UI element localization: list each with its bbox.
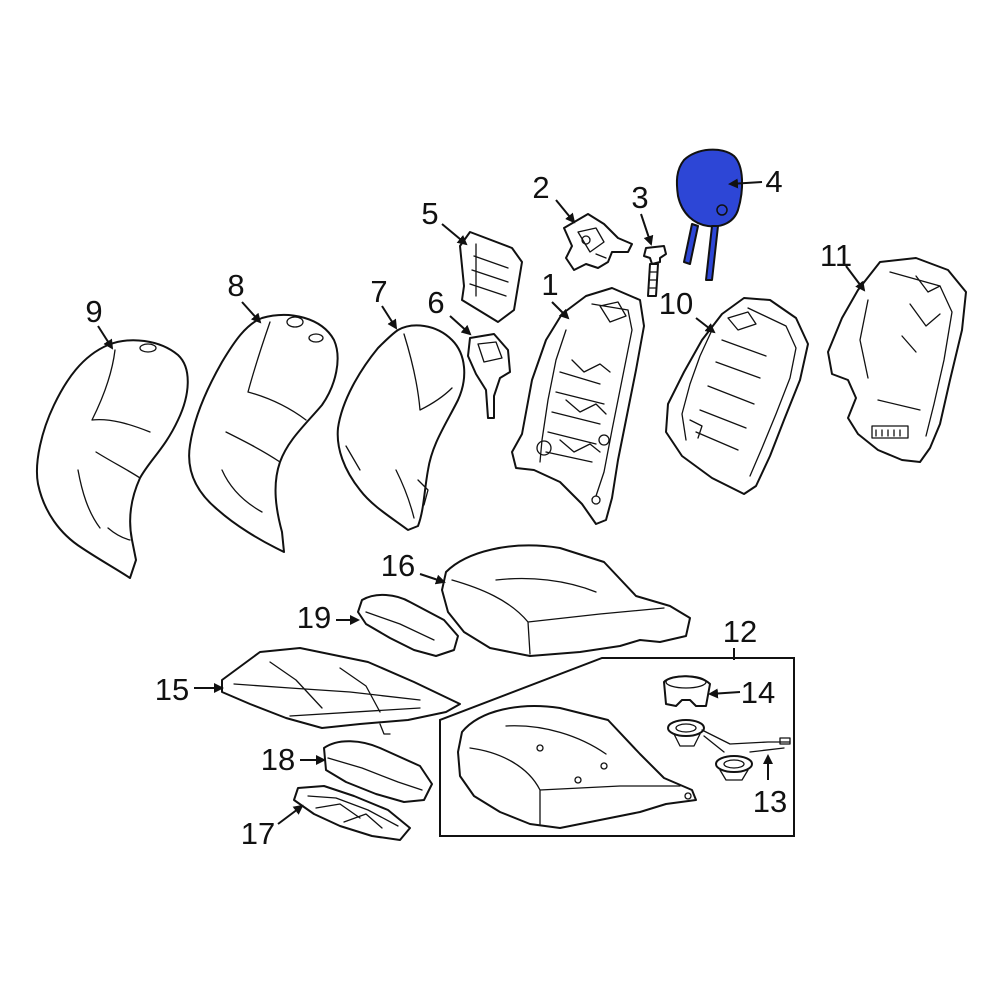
part-12-group-box <box>439 657 795 837</box>
callout-4: 4 <box>765 164 782 199</box>
part-16-seat-cover[interactable] <box>441 544 691 657</box>
part-3-bolt[interactable] <box>643 245 667 297</box>
part-8-backrest-trim[interactable] <box>188 314 339 553</box>
part-10-backrest-panel[interactable] <box>665 297 809 495</box>
callout-18: 18 <box>261 742 295 777</box>
callout-7: 7 <box>370 274 387 309</box>
part-14-cap[interactable] <box>663 675 711 707</box>
callout-2: 2 <box>532 170 549 205</box>
part-1-backrest-frame[interactable] <box>511 287 645 525</box>
callout-3: 3 <box>631 180 648 215</box>
part-18-front-cushion[interactable] <box>323 740 433 803</box>
part-4-headrest[interactable] <box>675 148 744 281</box>
callout-1: 1 <box>541 267 558 302</box>
callout-12: 12 <box>723 614 757 649</box>
part-11-rear-cover[interactable] <box>827 257 967 463</box>
callout-8: 8 <box>227 268 244 303</box>
callout-17: 17 <box>241 816 275 851</box>
part-17-lower-pad[interactable] <box>293 785 411 841</box>
callout-19: 19 <box>297 600 331 635</box>
callout-labels: 1 2 3 4 5 6 7 8 9 10 11 12 13 14 15 16 1… <box>85 164 852 851</box>
callout-6: 6 <box>427 285 444 320</box>
part-12-seat-cushion[interactable] <box>457 705 697 829</box>
part-2-recliner-bracket[interactable] <box>563 213 633 271</box>
leader-lines <box>97 178 866 825</box>
part-19-bolster[interactable] <box>357 594 459 657</box>
callout-11: 11 <box>820 238 852 273</box>
callout-15: 15 <box>155 672 189 707</box>
callout-16: 16 <box>381 548 415 583</box>
part-7-backrest-pad[interactable] <box>336 324 466 531</box>
callout-9: 9 <box>85 294 102 329</box>
part-6-bracket[interactable] <box>467 333 511 419</box>
callout-13: 13 <box>753 784 787 819</box>
callout-10: 10 <box>659 286 693 321</box>
part-5-lumbar-panel[interactable] <box>459 231 523 323</box>
headrest-button-icon <box>716 204 728 216</box>
callout-5: 5 <box>421 196 438 231</box>
part-9-backrest-cover[interactable] <box>35 339 189 579</box>
part-15-seat-pan[interactable] <box>221 647 461 735</box>
callout-14: 14 <box>741 675 775 710</box>
part-13-harness[interactable] <box>667 719 791 781</box>
